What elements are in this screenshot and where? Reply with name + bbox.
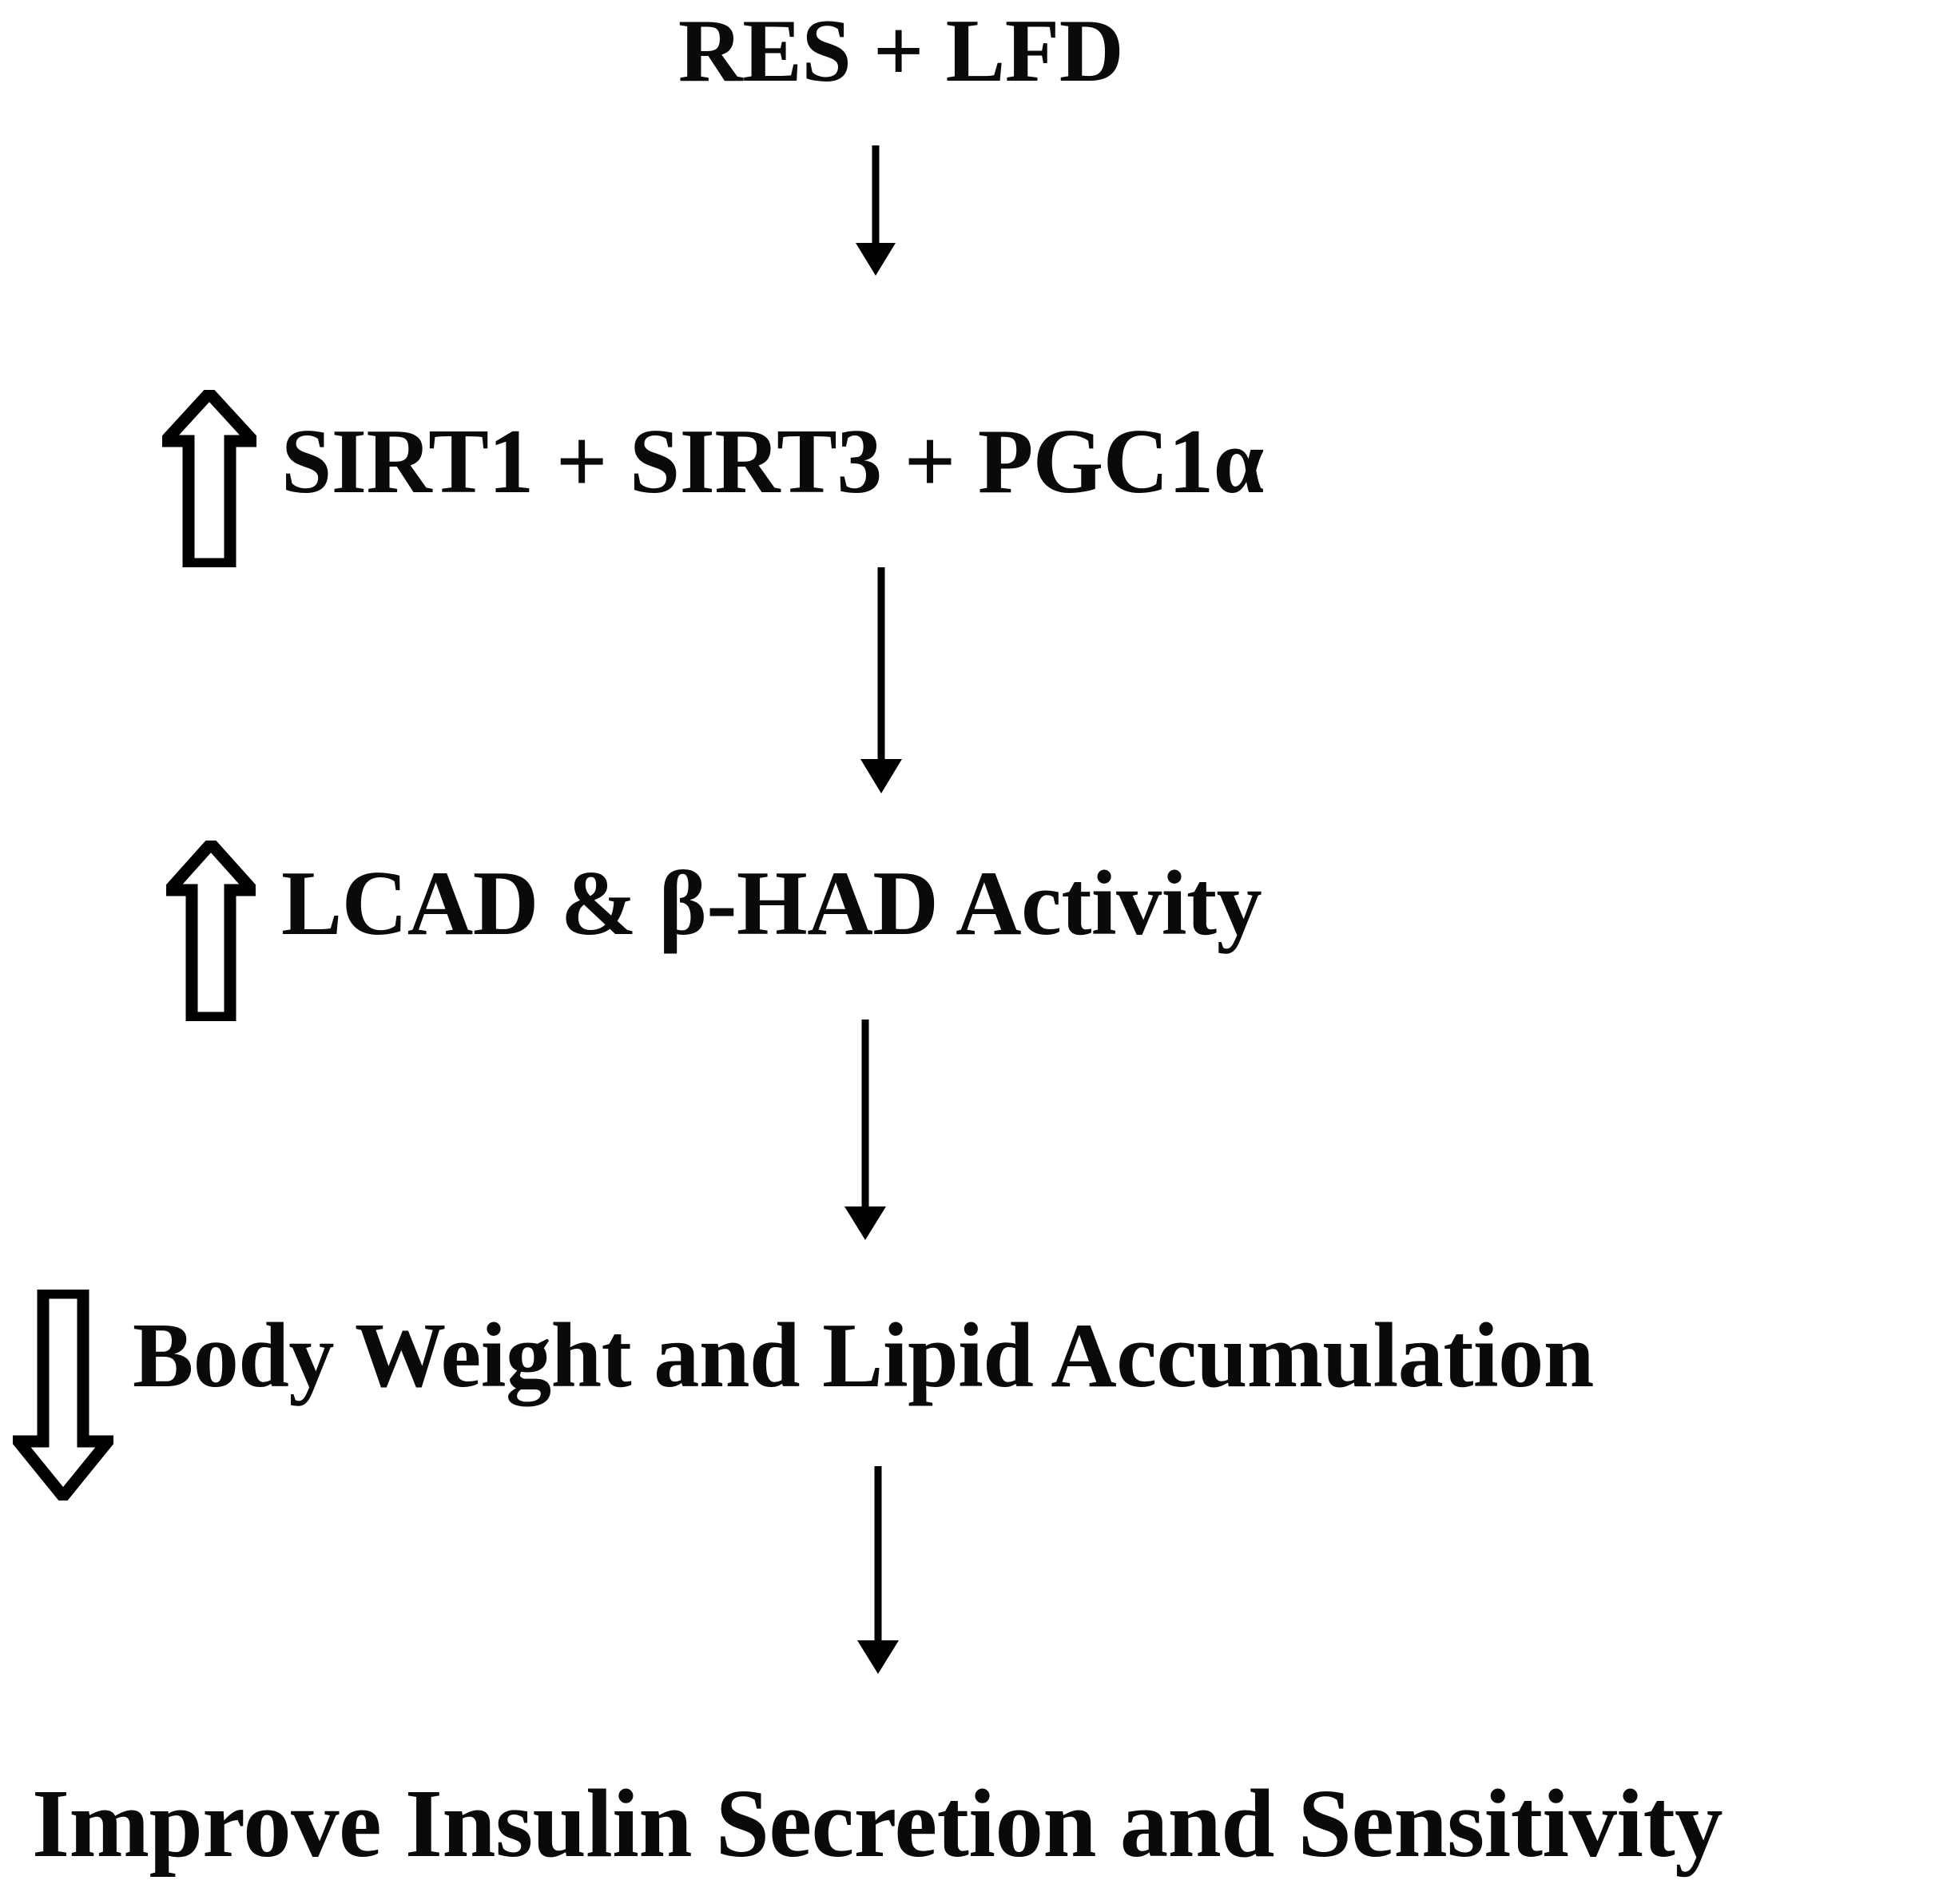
hollow-up-arrow-icon-lcad [166, 841, 256, 1021]
node-label-body-weight-lipid: Body Weight and Lipid Accumulation [133, 1305, 1594, 1407]
connector-arrow-sirt-to-lcad [849, 567, 913, 795]
hollow-up-arrow-icon-sirt [162, 390, 256, 567]
node-label-res-lfd: RES + LFD [677, 2, 1124, 101]
connector-arrow-bodyweight-to-insulin [846, 1466, 910, 1675]
hollow-down-arrow-icon-bodyweight [13, 1290, 113, 1501]
connector-arrow-lcad-to-bodyweight [833, 1020, 897, 1242]
connector-arrow-res-lfd-to-sirt [844, 145, 908, 276]
node-label-lcad-bhad: LCAD & β-HAD Activity [281, 853, 1262, 955]
node-label-insulin: Improve Insulin Secretion and Sensitivit… [32, 1770, 1723, 1878]
node-label-sirt-pgc: SIRT1 + SIRT3 + PGC1α [281, 411, 1264, 513]
